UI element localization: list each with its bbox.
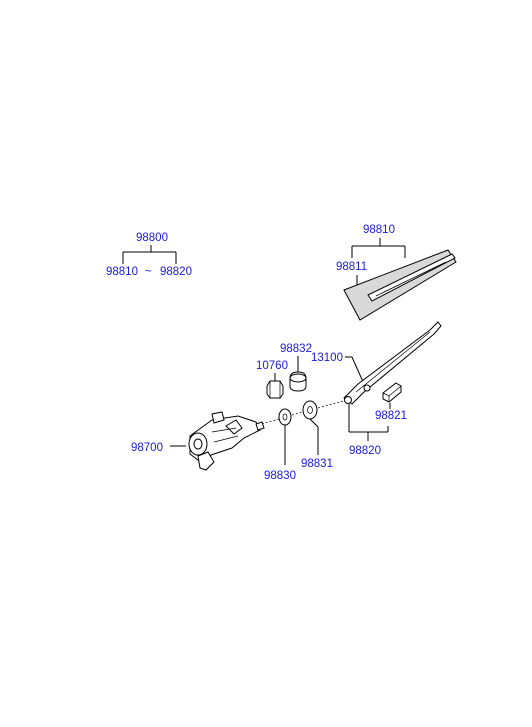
label-10760[interactable]: 10760	[256, 360, 288, 372]
label-98810[interactable]: 98810	[363, 224, 395, 236]
nut-flats	[269, 381, 281, 398]
label-98820[interactable]: 98820	[349, 445, 381, 457]
label-98800[interactable]: 98800	[136, 232, 168, 244]
label-98820-range-end[interactable]: 98820	[160, 266, 192, 278]
arm-group-bracket: 98820	[348, 404, 389, 457]
motor-spindle	[255, 421, 265, 431]
seal[interactable]	[302, 400, 318, 420]
motor-tab	[211, 411, 225, 424]
label-98821[interactable]: 98821	[375, 410, 407, 422]
label-13100[interactable]: 13100	[311, 352, 343, 364]
motor-part: 98700	[131, 411, 265, 471]
label-98831[interactable]: 98831	[301, 458, 333, 470]
motor-mount-bracket	[197, 451, 215, 471]
washer[interactable]	[278, 408, 292, 426]
arm-nut-leader	[345, 356, 365, 385]
wiper-blade-inset: 98810 98811	[336, 224, 457, 321]
washer-seal-group: 98830 98831	[257, 400, 344, 482]
arm-cover[interactable]	[382, 382, 402, 403]
assembly-bracket	[122, 245, 177, 264]
nut[interactable]	[266, 380, 284, 399]
arm-pivot	[344, 396, 352, 404]
nut-part: 10760	[256, 360, 288, 399]
wiper-motor[interactable]	[189, 415, 261, 461]
assembly-axis	[257, 400, 344, 426]
wiper-arm-group: 13100	[311, 321, 442, 405]
label-98810-range-start[interactable]: 98810	[106, 266, 138, 278]
cover-part: 98821	[375, 382, 407, 422]
blade-ribs	[375, 261, 447, 297]
motor-end-hub	[193, 438, 203, 450]
washer-hole	[282, 413, 288, 421]
seal-hole	[307, 406, 313, 414]
cover-edges	[382, 385, 402, 402]
motor-gear-housing	[225, 419, 243, 435]
label-98830[interactable]: 98830	[264, 470, 296, 482]
assembly-reference: 98800 98810 ~ 98820	[106, 232, 192, 278]
arm-nut[interactable]	[363, 384, 371, 392]
blade-group-bracket	[351, 238, 406, 258]
label-98832[interactable]: 98832	[280, 343, 312, 355]
arm-ridge	[355, 331, 431, 393]
motor-body-lines	[211, 427, 239, 443]
label-98811[interactable]: 98811	[336, 261, 367, 273]
label-range-separator: ~	[145, 266, 152, 278]
cap-top	[289, 373, 307, 383]
cap-part: 98832	[280, 343, 312, 392]
label-98700[interactable]: 98700	[131, 442, 163, 454]
seal-leader	[309, 418, 319, 455]
